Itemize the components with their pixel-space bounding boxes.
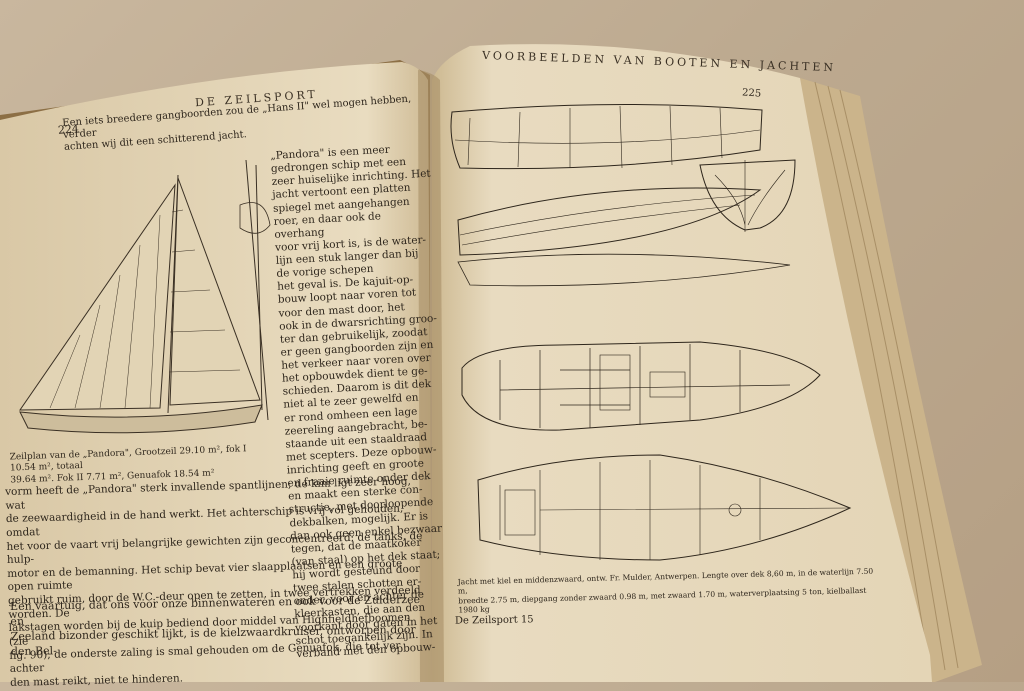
jib-seams [49, 214, 161, 409]
accommodation-details [499, 344, 791, 428]
half-breadth [457, 187, 762, 256]
mainsail-battens [168, 209, 241, 373]
page-stack-lines [814, 81, 959, 673]
right-page-footer: De Zeilsport 15 [454, 614, 534, 627]
right-page [432, 44, 932, 682]
half-breadth-2 [457, 253, 791, 287]
hull [19, 404, 263, 434]
left-final-paragraph: Een vaartuig, dat ons voor onze binnenwa… [10, 592, 421, 658]
jib [19, 183, 176, 411]
galley [599, 354, 631, 411]
rigging-detail [239, 202, 271, 234]
rigging [245, 159, 269, 421]
hull-lines-drawings [450, 103, 852, 561]
hull-profile-lines [454, 105, 761, 169]
cockpit [504, 489, 536, 536]
gutter-shadow [418, 70, 444, 682]
sail-plan-drawing [19, 159, 271, 434]
hull-profile [450, 103, 763, 170]
half-breadth-lines [459, 194, 756, 246]
mast-position [728, 503, 742, 517]
body-plan [699, 159, 796, 231]
right-page-number: 225 [741, 87, 762, 100]
mainsail [169, 177, 261, 406]
cabin-table [649, 371, 686, 398]
rigging-2 [255, 164, 263, 411]
body-plan-lines [714, 160, 786, 232]
deck-plan-details [499, 460, 851, 560]
accommodation-plan [461, 341, 821, 431]
page-stack [800, 78, 982, 682]
